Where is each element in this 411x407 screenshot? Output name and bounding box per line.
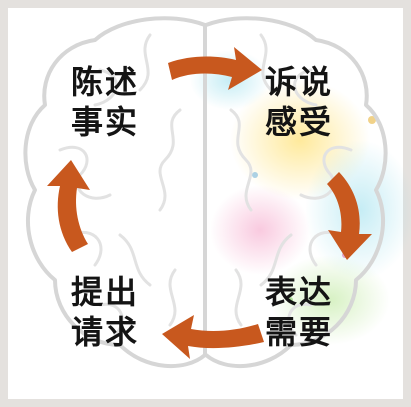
arrow-step1-to-step2 xyxy=(168,47,262,90)
step-express-feelings: 诉说 感受 xyxy=(244,62,354,142)
step-label-line: 事实 xyxy=(70,103,139,141)
step-state-facts: 陈述 事实 xyxy=(50,62,160,142)
step-label-line: 提出 xyxy=(70,273,139,311)
step-label-line: 表达 xyxy=(264,273,333,311)
step-label-line: 需要 xyxy=(264,313,333,351)
arrow-step4-to-step1 xyxy=(47,160,90,252)
brain-outline xyxy=(23,16,388,369)
step-make-request: 提出 请求 xyxy=(50,272,160,352)
step-label-line: 陈述 xyxy=(70,63,139,101)
step-label-line: 感受 xyxy=(264,103,333,141)
step-express-needs: 表达 需要 xyxy=(244,272,354,352)
arrow-step2-to-step3 xyxy=(327,172,372,260)
step-label-line: 诉说 xyxy=(264,63,333,101)
arrow-step3-to-step4 xyxy=(162,315,264,359)
step-label-line: 请求 xyxy=(70,313,139,351)
